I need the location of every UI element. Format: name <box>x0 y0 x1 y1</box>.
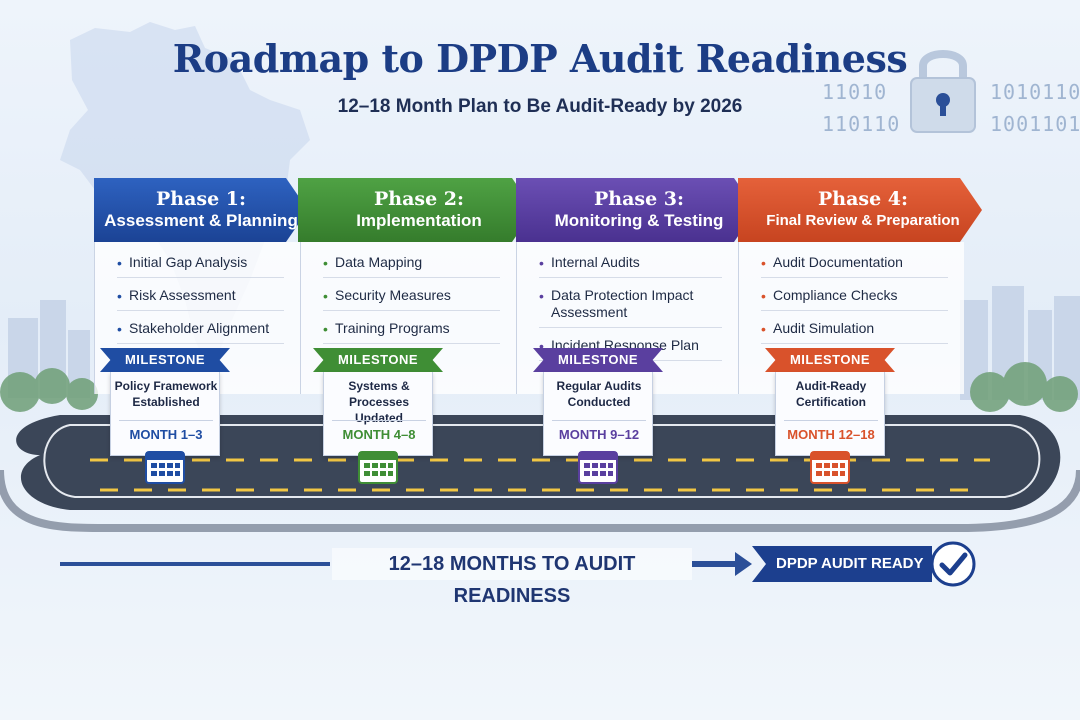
list-item: •Internal Audits <box>539 254 722 278</box>
milestone-month: MONTH 9–12 <box>558 427 640 442</box>
list-item: •Risk Assessment <box>117 287 284 311</box>
bullet-icon: • <box>117 288 122 304</box>
bullet-icon: • <box>117 255 122 271</box>
list-item: •Security Measures <box>323 287 500 311</box>
milestone-text: Audit-Ready Certification <box>795 379 867 409</box>
phase-subtitle: Final Review & Preparation <box>766 212 960 229</box>
milestone-text: Policy Framework Established <box>114 379 218 409</box>
calendar-icon <box>145 451 185 484</box>
binary-decoration: 1010110 <box>990 80 1080 104</box>
phase-title: Phase 3: <box>593 188 685 210</box>
milestone-month: MONTH 4–8 <box>342 427 416 442</box>
audit-ready-badge: DPDP AUDIT READY <box>752 546 932 582</box>
checkmark-icon <box>930 541 976 587</box>
bullet-icon: • <box>761 321 766 337</box>
milestone-text: Systems & Processes Updated <box>348 379 410 425</box>
bullet-icon: • <box>323 288 328 304</box>
bullet-icon: • <box>761 288 766 304</box>
padlock-icon <box>910 50 976 133</box>
calendar-icon <box>578 451 618 484</box>
milestone-month: MONTH 12–18 <box>787 427 875 442</box>
bullet-icon: • <box>117 321 122 337</box>
list-item: •Audit Documentation <box>761 254 948 278</box>
list-item: •Data Mapping <box>323 254 500 278</box>
calendar-icon <box>810 451 850 484</box>
list-item: •Audit Simulation <box>761 320 948 344</box>
phase-subtitle: Implementation <box>356 211 482 230</box>
milestone-ribbon: MILESTONE <box>313 348 443 372</box>
page-title: Roadmap to DPDP Audit Readiness <box>172 36 908 81</box>
phase-header: Phase 1: Assessment & Planning <box>94 178 308 242</box>
milestone-ribbon: MILESTONE <box>765 348 895 372</box>
milestone-card: MILESTONE Policy Framework Established M… <box>100 348 230 458</box>
phase-subtitle: Monitoring & Testing <box>554 211 724 230</box>
phase-title: Phase 4: <box>817 188 909 210</box>
list-item: •Compliance Checks <box>761 287 948 311</box>
binary-decoration: 11010 <box>822 80 888 104</box>
milestone-body: Systems & Processes Updated MONTH 4–8 <box>323 372 433 456</box>
milestone-card: MILESTONE Audit-Ready Certification MONT… <box>765 348 895 458</box>
list-item: •Stakeholder Alignment <box>117 320 284 344</box>
binary-decoration: 1001101 <box>990 112 1080 136</box>
phase-header: Phase 4: Final Review & Preparation <box>738 178 982 242</box>
list-item: •Data Protection Impact Assessment <box>539 287 722 328</box>
binary-decoration: 110110 <box>822 112 901 136</box>
divider <box>119 420 213 421</box>
milestone-month: MONTH 1–3 <box>129 427 203 442</box>
bullet-icon: • <box>539 255 544 271</box>
bullet-icon: • <box>761 255 766 271</box>
phase-title: Phase 1: <box>155 188 247 210</box>
bullet-icon: • <box>539 338 544 354</box>
tree-icon <box>0 362 1078 412</box>
list-item: •Training Programs <box>323 320 500 344</box>
milestone-body: Audit-Ready Certification MONTH 12–18 <box>775 372 885 456</box>
milestone-body: Policy Framework Established MONTH 1–3 <box>110 372 220 456</box>
milestone-card: MILESTONE Regular Audits Conducted MONTH… <box>533 348 663 458</box>
milestone-card: MILESTONE Systems & Processes Updated MO… <box>313 348 443 458</box>
page-subtitle: 12–18 Month Plan to Be Audit-Ready by 20… <box>337 96 743 117</box>
list-item: •Initial Gap Analysis <box>117 254 284 278</box>
divider <box>332 420 426 421</box>
divider <box>784 420 878 421</box>
bullet-icon: • <box>539 288 544 304</box>
calendar-icon <box>358 451 398 484</box>
bullet-icon: • <box>323 321 328 337</box>
milestone-ribbon: MILESTONE <box>533 348 663 372</box>
divider <box>552 420 646 421</box>
milestone-text: Regular Audits Conducted <box>556 379 642 409</box>
timeline-arrow <box>60 552 752 576</box>
phase-header: Phase 3: Monitoring & Testing <box>516 178 756 242</box>
milestone-body: Regular Audits Conducted MONTH 9–12 <box>543 372 653 456</box>
phase-subtitle: Assessment & Planning <box>104 211 298 230</box>
timeline-label: 12–18 MONTHS TO AUDIT READINESS <box>332 548 692 607</box>
bullet-icon: • <box>323 255 328 271</box>
phase-title: Phase 2: <box>373 188 465 210</box>
milestone-ribbon: MILESTONE <box>100 348 230 372</box>
phase-header: Phase 2: Implementation <box>298 178 534 242</box>
